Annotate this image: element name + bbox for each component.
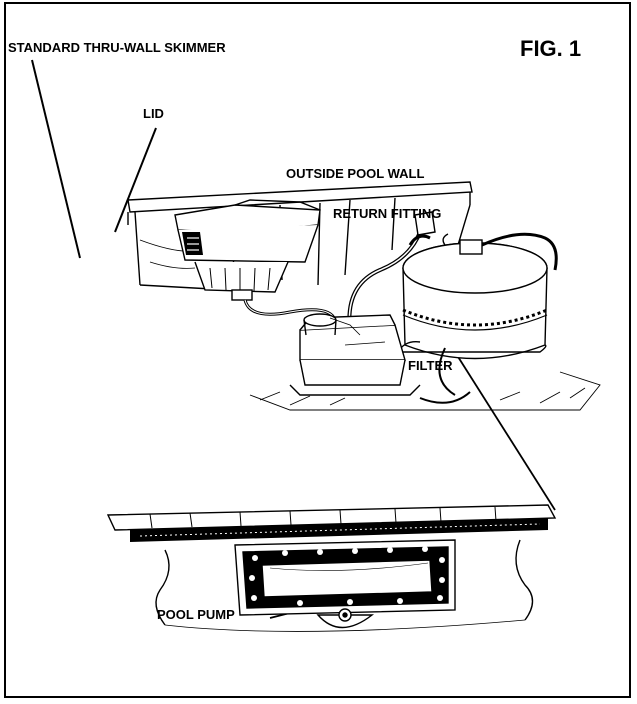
pool-pump-label: POOL PUMP [157, 607, 235, 622]
filter-label: FILTER [408, 358, 453, 373]
filter-tank [396, 232, 558, 360]
equipment-base [249, 347, 601, 411]
lower-scene [106, 504, 557, 632]
lid-leader-line [114, 127, 157, 233]
upper-scene [127, 181, 601, 411]
pump-unit [289, 313, 421, 396]
skimmer-label: STANDARD THRU-WALL SKIMMER [8, 40, 226, 55]
return-fitting-label: RETURN FITTING [333, 206, 442, 221]
wall-top-band [130, 518, 548, 542]
filter-top-hose [481, 232, 558, 271]
return-fitting-part [414, 211, 436, 236]
lid-label: LID [143, 106, 164, 121]
skimmer-leader-line [31, 59, 81, 259]
skimmer-faceplate [234, 539, 456, 629]
pool-wall-rail [127, 181, 473, 213]
outside-wall-label: OUTSIDE POOL WALL [286, 166, 425, 181]
figure-number: FIG. 1 [520, 36, 582, 61]
filter-leader-line [454, 351, 556, 511]
skimmer-unit [174, 199, 321, 301]
coping-rail [106, 504, 557, 531]
figure-frame [4, 2, 631, 698]
